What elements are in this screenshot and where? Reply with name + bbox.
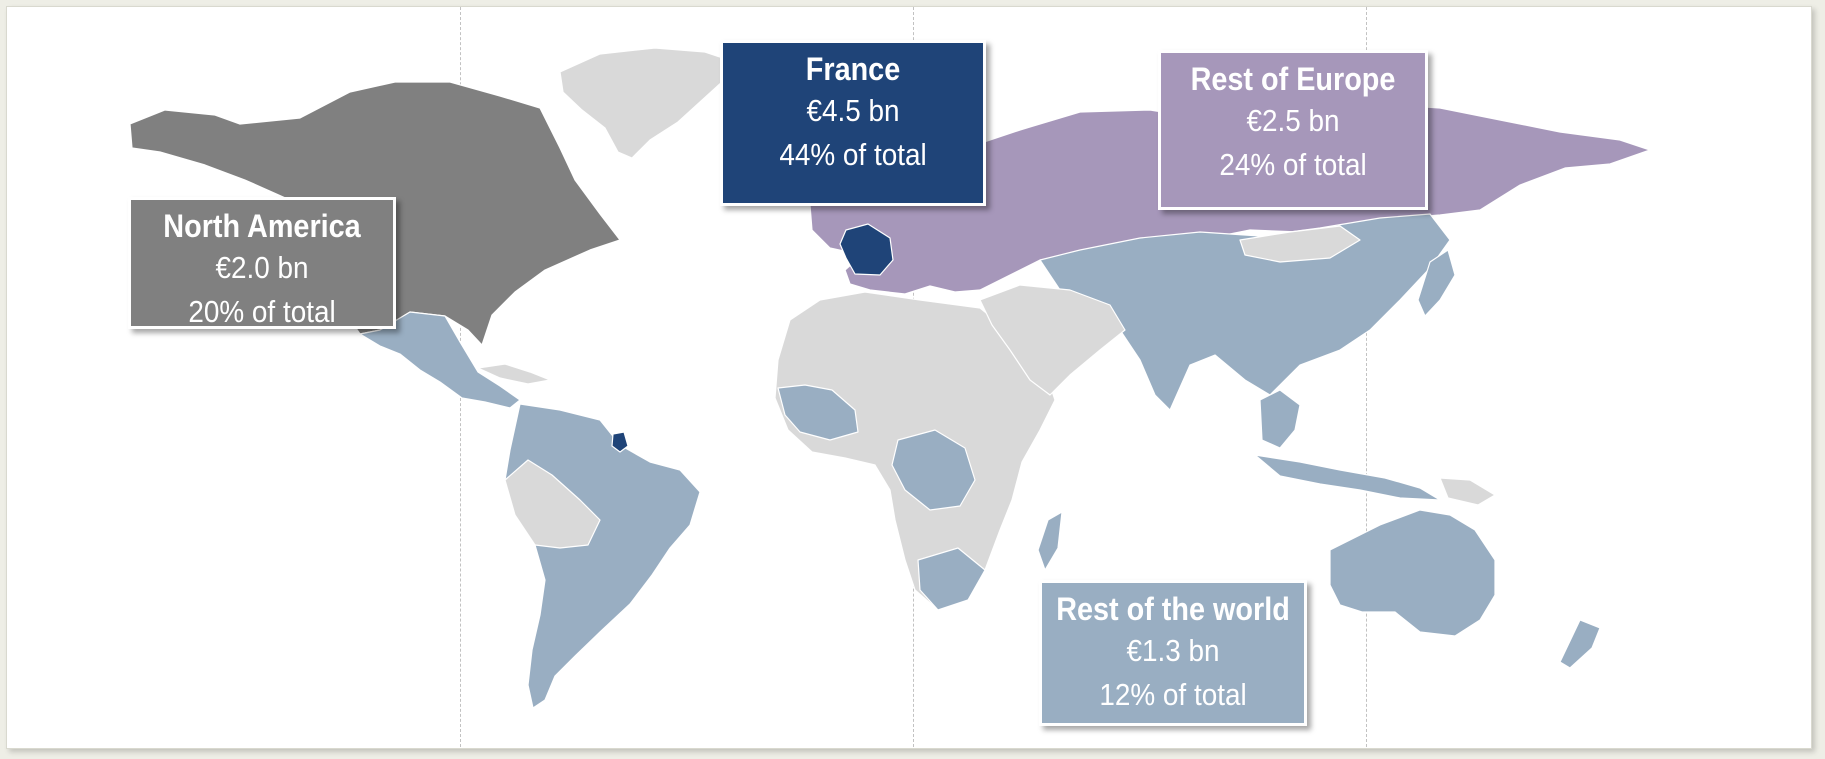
region-share: 44% of total [779,137,927,172]
madagascar[interactable] [1037,511,1063,571]
papua[interactable] [1439,477,1496,506]
mongolia[interactable] [1239,225,1361,263]
peru-bolivia[interactable] [504,459,601,549]
region-value: €2.0 bn [215,250,309,285]
region-name: Rest of Europe [1190,61,1396,97]
rest-of-europe-callout: Rest of Europe €2.5 bn 24% of total [1158,50,1428,210]
region-share: 20% of total [188,294,336,329]
region-name: North America [163,208,361,244]
region-share: 12% of total [1099,677,1247,712]
asia-landmass[interactable] [1039,213,1451,411]
region-value: €4.5 bn [806,93,900,128]
japan[interactable] [1417,249,1456,317]
new-zealand[interactable] [1559,619,1601,669]
french-guiana[interactable] [611,431,629,453]
south-america[interactable] [504,403,701,709]
central-africa-blue[interactable] [891,429,976,511]
south-africa[interactable] [917,547,986,611]
indonesia[interactable] [1254,454,1441,501]
australia[interactable] [1329,509,1496,637]
region-share: 24% of total [1219,147,1367,182]
france[interactable] [839,223,894,276]
southeast-asia[interactable] [1259,389,1301,449]
region-value: €2.5 bn [1246,103,1340,138]
greenland[interactable] [559,47,736,159]
region-value: €1.3 bn [1126,633,1220,668]
rest-of-world-callout: Rest of the world €1.3 bn 12% of total [1039,580,1307,726]
mexico-central-america[interactable] [359,311,521,409]
north-america-callout: North America €2.0 bn 20% of total [128,197,396,329]
grid-line [1366,7,1367,747]
middle-east[interactable] [979,284,1126,396]
region-name: Rest of the world [1056,591,1290,627]
caribbean[interactable] [477,363,551,385]
france-callout: France €4.5 bn 44% of total [720,40,986,206]
region-name: France [805,51,901,87]
west-africa-blue[interactable] [777,384,859,441]
